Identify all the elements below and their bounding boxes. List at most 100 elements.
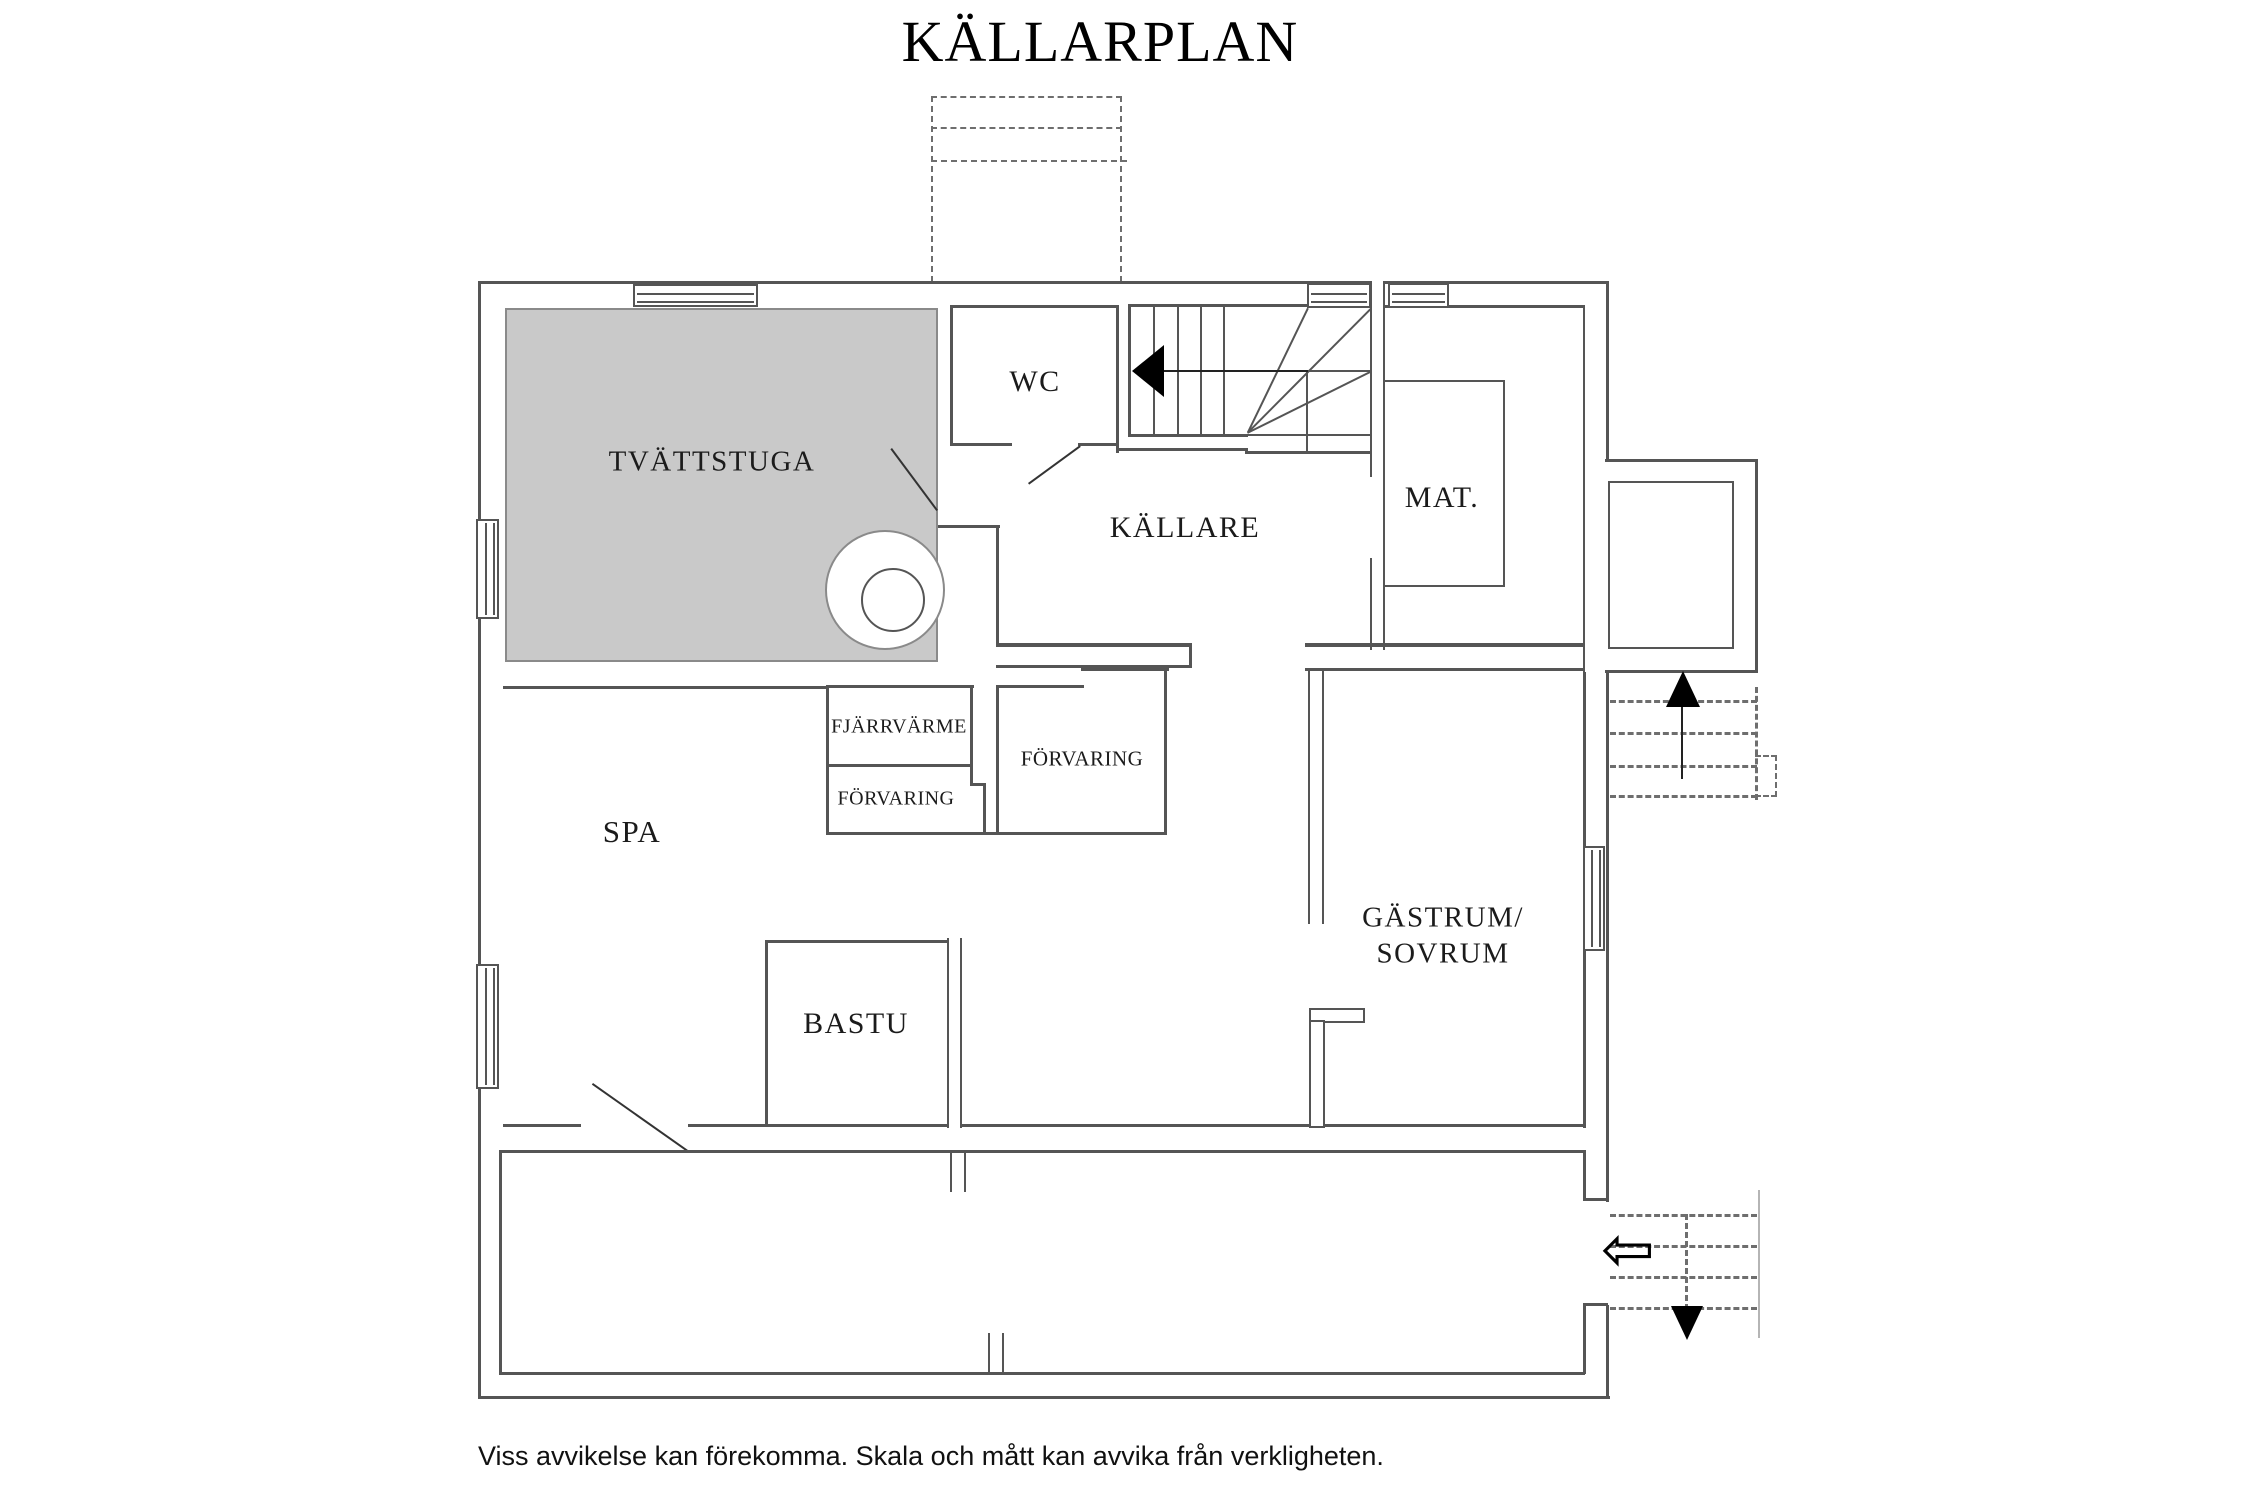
outdoor-step-line [1610,732,1757,735]
wall [1305,668,1585,671]
stair-wall [1128,434,1248,437]
dashed-step-line [931,127,1122,129]
dashed-step-line [931,160,1127,162]
outdoor-step-line [1755,687,1758,800]
window [1307,283,1371,308]
wall [970,783,986,786]
window [476,519,499,619]
wall [1583,305,1585,672]
wall [499,1150,1585,1153]
disclaimer-text: Viss avvikelse kan förekomma. Skala och … [478,1441,1384,1471]
wall [996,685,999,835]
wall [1605,459,1758,462]
wall [499,1150,502,1375]
wall [996,525,999,647]
wall [1164,668,1167,835]
wall [688,1124,1585,1127]
wall [970,685,973,786]
wall [1606,1305,1609,1399]
wall [503,1124,581,1127]
window [1583,846,1605,951]
outdoor-step-line [1610,1214,1757,1217]
wall [499,1372,1585,1375]
stair-direction-arrow-shaft [1162,370,1308,372]
wall [950,1152,966,1192]
wall [996,643,1192,647]
up-arrow-icon [1666,671,1700,707]
room-label-forvaring-small: FÖRVARING [837,787,955,810]
door-jamb [1583,1198,1608,1201]
wall [1078,443,1118,446]
outdoor-step-line [1610,765,1757,768]
wall [996,665,1192,668]
window [476,964,499,1089]
stair-winder-line [1306,370,1371,372]
room-label-tvattstuga: TVÄTTSTUGA [608,445,816,478]
water-heater-drum-icon [861,568,925,632]
wall [765,940,949,943]
wall [765,940,768,1127]
stair-landing [1245,451,1371,454]
outdoor-step-line [1610,1276,1757,1279]
wall [503,686,829,689]
wall [1370,558,1385,650]
wall [1309,1020,1325,1128]
room-label-spa: SPA [602,814,662,849]
room-label-gastrum-line2: SOVRUM [1376,937,1510,970]
wall [478,281,1609,284]
door-swing-line [592,1083,688,1152]
wall [1081,668,1169,671]
room-label-mat: MAT. [1404,481,1480,514]
entrance-arrow-icon: ⇦ [1601,1213,1655,1287]
stair-wall [1128,304,1131,437]
stair-winder-line [1247,371,1371,434]
wall [947,938,962,1128]
dashed-overhang-outline [931,96,1122,282]
wall [478,281,481,1399]
room-label-forvaring-large: FÖRVARING [1020,746,1144,771]
wall [1370,281,1385,307]
outdoor-step-line [1610,1245,1757,1248]
up-arrow-stem [1681,707,1683,779]
wall [1606,670,1609,1202]
stair-winder-line [1306,371,1308,453]
wall [1128,304,1373,307]
wall [1308,671,1324,924]
room-label-fjarrvarme: FJÄRRVÄRME [831,715,967,738]
wall [938,525,1000,528]
wall [826,764,973,767]
page-title: KÄLLARPLAN [901,9,1299,74]
outdoor-step-line [1685,1214,1688,1310]
pantry-shelf-outline [1383,380,1505,587]
outdoor-edge-line [1758,1190,1760,1338]
wall [478,1396,1610,1399]
wall [950,305,1118,308]
window [1388,283,1449,308]
wall [950,443,1012,446]
wall [1309,1008,1365,1023]
room-label-wc: WC [1009,365,1061,398]
outdoor-step-line [1610,795,1757,798]
wall [826,685,974,688]
wall [996,685,1084,688]
wall [1755,459,1758,673]
room-label-gastrum-line1: GÄSTRUM/ [1362,901,1524,934]
room-label-kallare: KÄLLARE [1109,511,1261,544]
outdoor-landing-outline [1755,755,1777,797]
wall [1372,305,1585,308]
door-swing-line [1028,445,1081,485]
wall [1305,643,1585,647]
wall [826,685,829,835]
wall [1116,305,1119,453]
wall [988,1333,1004,1374]
wall [950,305,953,446]
wall [1189,643,1192,668]
wall [1118,448,1248,451]
down-arrow-icon [1671,1306,1703,1340]
wall [826,832,1167,835]
wall [1583,1303,1586,1374]
window [633,284,758,307]
annex-box [1608,481,1734,649]
wall [983,783,986,835]
